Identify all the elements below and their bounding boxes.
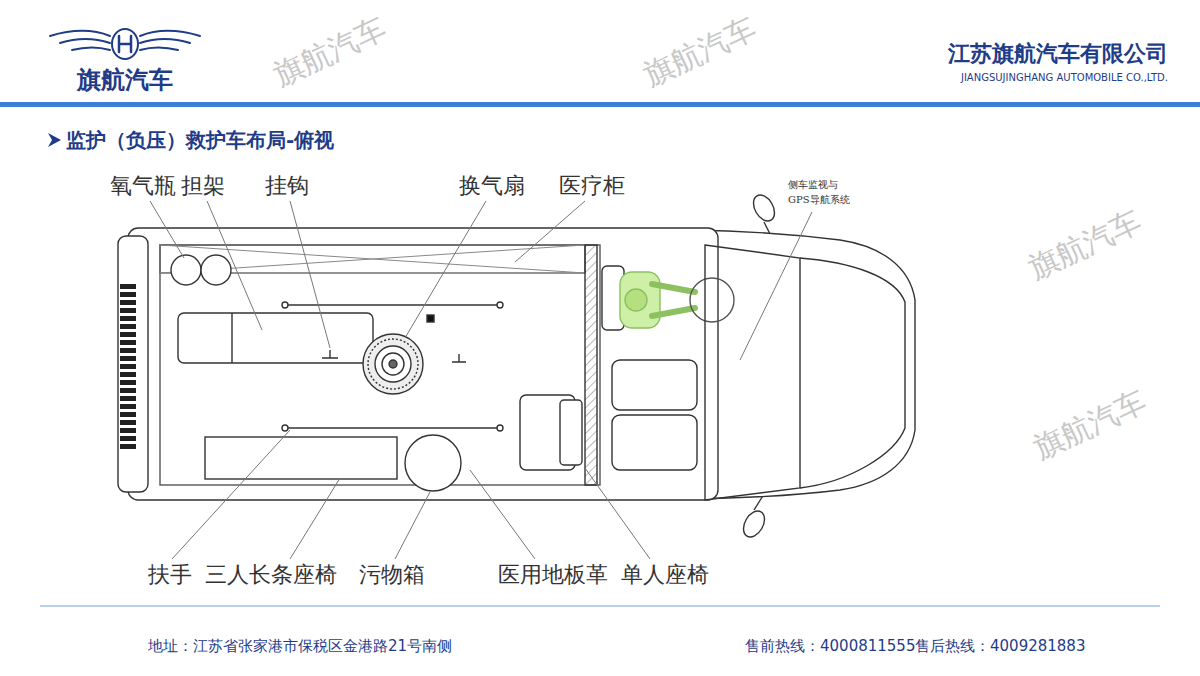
waste-bin	[405, 435, 461, 491]
title-bullet	[48, 133, 61, 147]
watermark: 旗航汽车	[638, 10, 762, 93]
wing-stroke	[60, 39, 110, 43]
rail-end	[497, 302, 503, 308]
brand-name: 旗航汽车	[77, 66, 173, 95]
company-name: 江苏旗航汽车有限公司	[948, 41, 1168, 67]
handrail	[285, 304, 500, 306]
wing-stroke	[140, 47, 178, 50]
part-label: 单人座椅	[621, 562, 709, 588]
vehicle-body	[128, 228, 718, 500]
passenger-seat	[612, 360, 697, 410]
address-text: 地址：江苏省张家港市保税区金港路21号南侧	[148, 637, 452, 655]
driver-figure	[620, 272, 660, 328]
header-rule	[0, 102, 1200, 107]
rear-door-ribs	[120, 284, 136, 452]
rail-end	[282, 425, 288, 431]
leader-lines	[150, 201, 812, 559]
leader-line	[172, 430, 290, 559]
steering-wheel	[690, 278, 734, 322]
part-label: 侧车监视与 GPS导航系统	[788, 178, 856, 207]
part-label: 挂钩	[265, 173, 309, 199]
wing-stroke	[72, 47, 110, 50]
stretcher	[178, 313, 373, 363]
hotline-text: 售后热线：4009281883	[915, 637, 1085, 655]
vent-fan-ring	[382, 353, 404, 375]
emblem-mark	[119, 36, 131, 52]
wing-stroke	[140, 31, 200, 36]
side-mirror	[749, 191, 779, 224]
leader-line	[290, 201, 330, 348]
vent-fan-ring	[368, 339, 418, 389]
leader-line	[585, 468, 650, 559]
leader-line	[150, 201, 184, 258]
vent-fan	[363, 334, 423, 394]
leader-line	[290, 478, 340, 559]
brand-emblem	[50, 29, 200, 59]
vent-fan-hub	[389, 360, 397, 368]
handrail	[285, 427, 500, 429]
slide-title: 监护（负压）救护车布局-俯视	[66, 128, 334, 152]
leader-line	[395, 492, 430, 559]
leader-line	[740, 212, 812, 360]
footer-rule	[40, 605, 1160, 607]
company-name-en: JIANGSUJINGHANG AUTOMOBILE CO.,LTD.	[961, 72, 1168, 84]
fixture-square	[427, 315, 434, 322]
hook	[452, 354, 466, 362]
bench-seat	[205, 437, 397, 479]
hood-line	[800, 258, 905, 488]
oxygen-bottle	[201, 255, 231, 285]
watermark: 旗航汽车	[1028, 383, 1152, 466]
part-label: 扶手	[148, 562, 192, 588]
oxygen-bottle	[171, 255, 201, 285]
part-label: 医用地板革	[498, 562, 608, 588]
part-label: 担架	[181, 173, 225, 199]
part-label: 三人长条座椅	[205, 562, 337, 588]
rail-end	[282, 302, 288, 308]
watermark: 旗航汽车	[1023, 203, 1147, 286]
part-label: 换气扇	[459, 173, 525, 199]
cab-front	[690, 230, 915, 499]
vent-fan-ring	[375, 346, 411, 382]
rear-bumper	[118, 236, 148, 492]
leader-line	[515, 201, 585, 262]
vehicle-top-view	[118, 191, 915, 540]
emblem-shield	[112, 29, 138, 59]
leader-line	[405, 201, 486, 338]
leader-line	[207, 201, 262, 330]
single-seat-back	[560, 400, 582, 465]
part-label: 氧气瓶	[110, 173, 176, 199]
stretcher-line	[231, 313, 232, 363]
hook	[322, 350, 338, 358]
rail-end	[497, 425, 503, 431]
passenger-seat	[612, 415, 697, 470]
hotline-text: 售前热线：4000811555	[745, 637, 915, 655]
partition	[585, 245, 597, 485]
cabin-outline	[160, 245, 600, 485]
part-label: 污物箱	[359, 562, 425, 588]
wing-stroke	[140, 39, 190, 43]
driver-head	[625, 289, 647, 311]
leader-line	[470, 470, 535, 559]
side-mirror	[739, 507, 769, 540]
part-label: 医疗柜	[559, 173, 625, 199]
driver-arms	[652, 284, 695, 316]
windshield	[705, 245, 800, 500]
watermark: 旗航汽车	[268, 10, 392, 93]
wing-stroke	[50, 31, 110, 36]
